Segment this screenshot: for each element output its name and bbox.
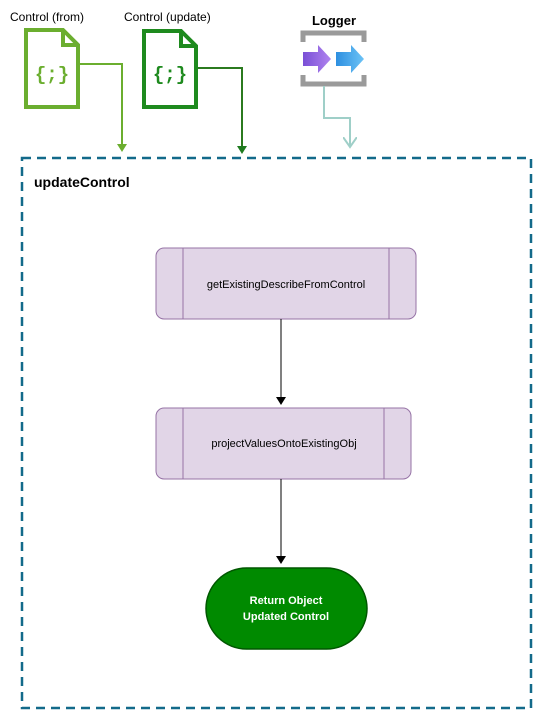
- control-from-connector: [80, 63, 127, 152]
- json-file-icon: {;}: [24, 28, 80, 109]
- logger-icon: [300, 30, 367, 87]
- step-get-existing-describe: getExistingDescribeFromControl: [155, 247, 417, 320]
- step-project-values: projectValuesOntoExistingObj: [155, 407, 412, 480]
- logger-label: Logger: [312, 13, 356, 28]
- step-2-label: projectValuesOntoExistingObj: [211, 438, 356, 450]
- svg-text:{;}: {;}: [35, 64, 69, 86]
- terminal-line-2: Updated Control: [243, 611, 329, 623]
- terminal-return-object: Return Object Updated Control: [205, 567, 368, 650]
- svg-text:{;}: {;}: [153, 64, 187, 86]
- terminal-line-1: Return Object: [250, 595, 323, 607]
- update-control-container: [20, 156, 533, 710]
- container-title: updateControl: [34, 174, 130, 190]
- logger-connector: [323, 86, 350, 146]
- control-update-connector: [198, 67, 247, 154]
- step-1-label: getExistingDescribeFromControl: [207, 279, 365, 291]
- json-file-icon: {;}: [142, 29, 198, 109]
- control-from-label: Control (from): [10, 10, 84, 24]
- control-update-label: Control (update): [124, 10, 211, 24]
